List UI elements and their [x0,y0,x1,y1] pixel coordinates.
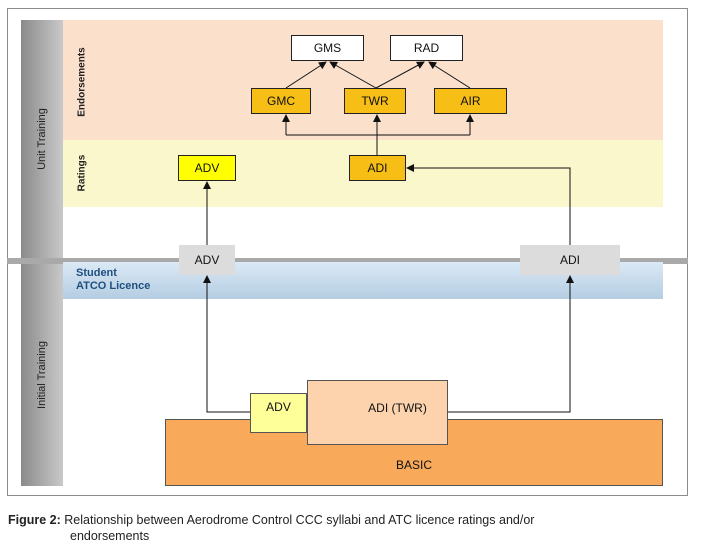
arrow-air-to-rad [428,61,471,89]
gms-label: GMS [313,41,342,55]
adv-initial-box: ADV [250,393,307,433]
training-divider [7,258,688,264]
arrow-twr-to-gms [329,61,377,89]
gmc-label: GMC [267,94,295,108]
air-box: AIR [434,88,507,114]
adi-twr-initial-box: ADI (TWR) [307,380,448,445]
rad-box: RAD [390,35,463,61]
figure-caption: Figure 2: Relationship between Aerodrome… [8,512,708,544]
adi-licence-label: ADI [559,253,580,267]
adv-licence-label: ADV [194,253,220,267]
licence-line1: Student [76,267,117,279]
rad-label: RAD [413,41,440,55]
arrow-gmc-to-gms [285,61,327,89]
gmc-box: GMC [251,88,311,114]
adi-twr-initial-label: ADI (TWR) [368,401,427,415]
arrow-twr-to-rad [375,61,425,89]
arrow-adv-initial-to-licence [203,275,250,413]
adi-rating-label: ADI [367,161,388,175]
caption-label: Figure 2: [8,513,61,527]
initial-training-sidebar: Initial Training [21,264,63,486]
adv-licence-box: ADV [179,245,235,275]
caption-text-line1: Relationship between Aerodrome Control C… [64,513,535,527]
basic-label: BASIC [395,458,432,472]
student-licence-label: Student ATCO Licence [76,267,150,293]
adv-rating-label: ADV [194,161,220,175]
adv-rating-box: ADV [178,155,236,181]
air-label: AIR [460,94,481,108]
gms-box: GMS [291,35,364,61]
caption-text-line2: endorsements [70,529,150,543]
arrow-adi-licence-to-rating [406,164,571,245]
arrow-adi-twr-to-licence [448,275,574,413]
adi-rating-box: ADI [349,155,406,181]
twr-label: TWR [361,94,389,108]
adv-initial-label: ADV [266,400,291,414]
adi-licence-box: ADI [520,245,620,275]
unit-training-sidebar: Unit Training [21,20,63,258]
twr-box: TWR [344,88,406,114]
licence-line2: ATCO Licence [76,280,151,292]
